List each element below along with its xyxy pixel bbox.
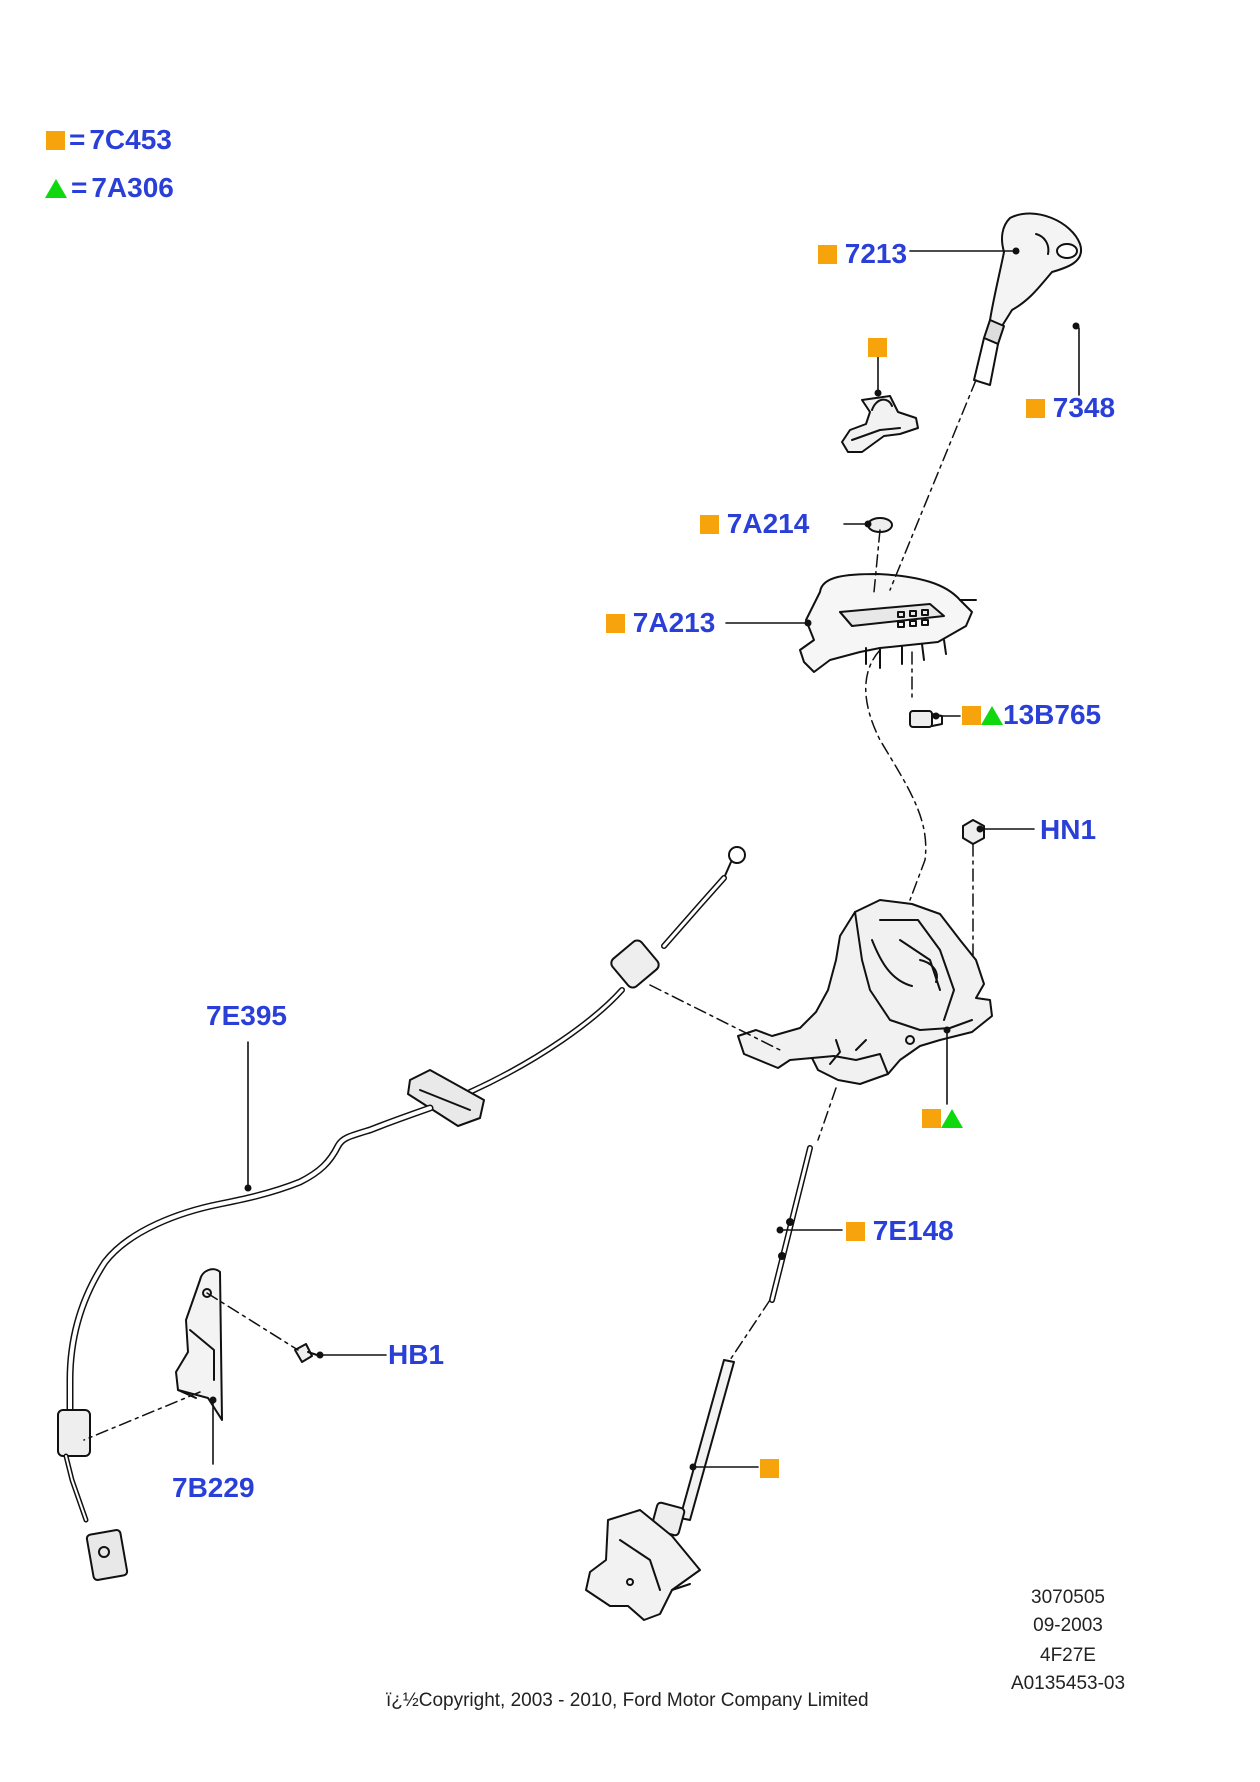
- callout-text: 7A213: [632, 607, 716, 638]
- leader-dots: [209, 247, 1080, 1471]
- callout-rod: 7E148: [846, 1217, 954, 1245]
- detent-bracket-part: [841, 395, 919, 453]
- square-symbol-icon: [868, 338, 887, 357]
- callout-housing-symbols: [922, 1104, 963, 1132]
- shift-bezel-part: [799, 573, 977, 673]
- square-symbol-icon: [606, 614, 625, 633]
- square-symbol-icon: [760, 1459, 779, 1478]
- callout-cable: 7E395: [206, 1002, 287, 1030]
- square-symbol-icon: [846, 1222, 865, 1241]
- callout-text: 7348: [1052, 392, 1116, 423]
- relation-lines: [83, 379, 977, 1441]
- square-symbol-icon: [818, 245, 837, 264]
- triangle-symbol-icon: [45, 179, 67, 198]
- illustration-id: A0135453-03: [1010, 1673, 1126, 1694]
- callout-text: 7213: [844, 238, 908, 269]
- square-symbol-icon: [46, 131, 65, 150]
- triangle-symbol-icon: [981, 706, 1003, 725]
- triangle-symbol-icon: [941, 1109, 963, 1128]
- shifter-housing-part: [737, 899, 993, 1085]
- ref-number: 3070505: [1031, 1587, 1105, 1608]
- square-symbol-icon: [1026, 399, 1045, 418]
- lower-lever-part: [585, 1359, 735, 1621]
- bolt-part: [294, 1343, 321, 1363]
- callout-insert: 7A214: [700, 510, 809, 538]
- gear-knob-part: [973, 212, 1083, 386]
- callout-nut: HN1: [1040, 816, 1096, 844]
- callout-text: HN1: [1040, 814, 1097, 845]
- copyright-notice: ï¿½Copyright, 2003 - 2010, Ford Motor Co…: [386, 1690, 869, 1711]
- callout-text: 7E395: [206, 1000, 287, 1031]
- callout-knob: 7213: [818, 240, 907, 268]
- callout-bezel: 7A213: [606, 609, 715, 637]
- legend-square-entry: =7C453: [46, 126, 172, 154]
- callout-text: 7E148: [872, 1215, 954, 1246]
- legend-triangle-entry: =7A306: [45, 174, 174, 202]
- shift-rod-part: [769, 1145, 813, 1303]
- legend-eq: =: [71, 172, 88, 203]
- callout-switch: 13B765: [962, 701, 1101, 729]
- square-symbol-icon: [922, 1109, 941, 1128]
- square-symbol-icon: [700, 515, 719, 534]
- cable-bracket-part: [175, 1268, 223, 1421]
- callout-bracket: 7B229: [172, 1474, 255, 1502]
- model-code: 4F27E: [1040, 1645, 1096, 1666]
- callout-knob-screw: 7348: [1026, 394, 1115, 422]
- switch-part: [909, 710, 943, 728]
- callout-bolt: HB1: [388, 1341, 444, 1369]
- legend-code: 7A306: [91, 172, 174, 203]
- leader-lines: [212, 250, 1080, 1468]
- shift-cable-part: [57, 875, 727, 1581]
- square-symbol-icon: [962, 706, 981, 725]
- callout-text: 13B765: [1003, 699, 1102, 730]
- callout-text: HB1: [388, 1339, 445, 1370]
- cable-end-eye-part: [723, 846, 746, 879]
- legend-eq: =: [69, 124, 86, 155]
- date-code: 09-2003: [1033, 1615, 1103, 1636]
- callout-text: 7B229: [172, 1472, 255, 1503]
- callout-text: 7A214: [726, 508, 810, 539]
- legend-code: 7C453: [89, 124, 172, 155]
